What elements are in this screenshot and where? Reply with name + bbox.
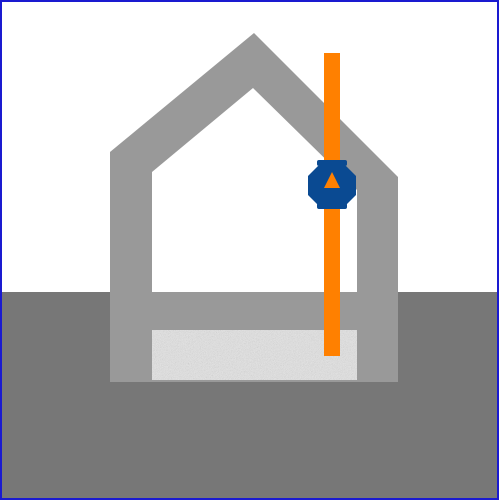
house-interior [152,88,357,292]
floor-slab [152,292,357,330]
gravel-fill [152,330,357,380]
up-arrow-triangle [324,172,340,188]
